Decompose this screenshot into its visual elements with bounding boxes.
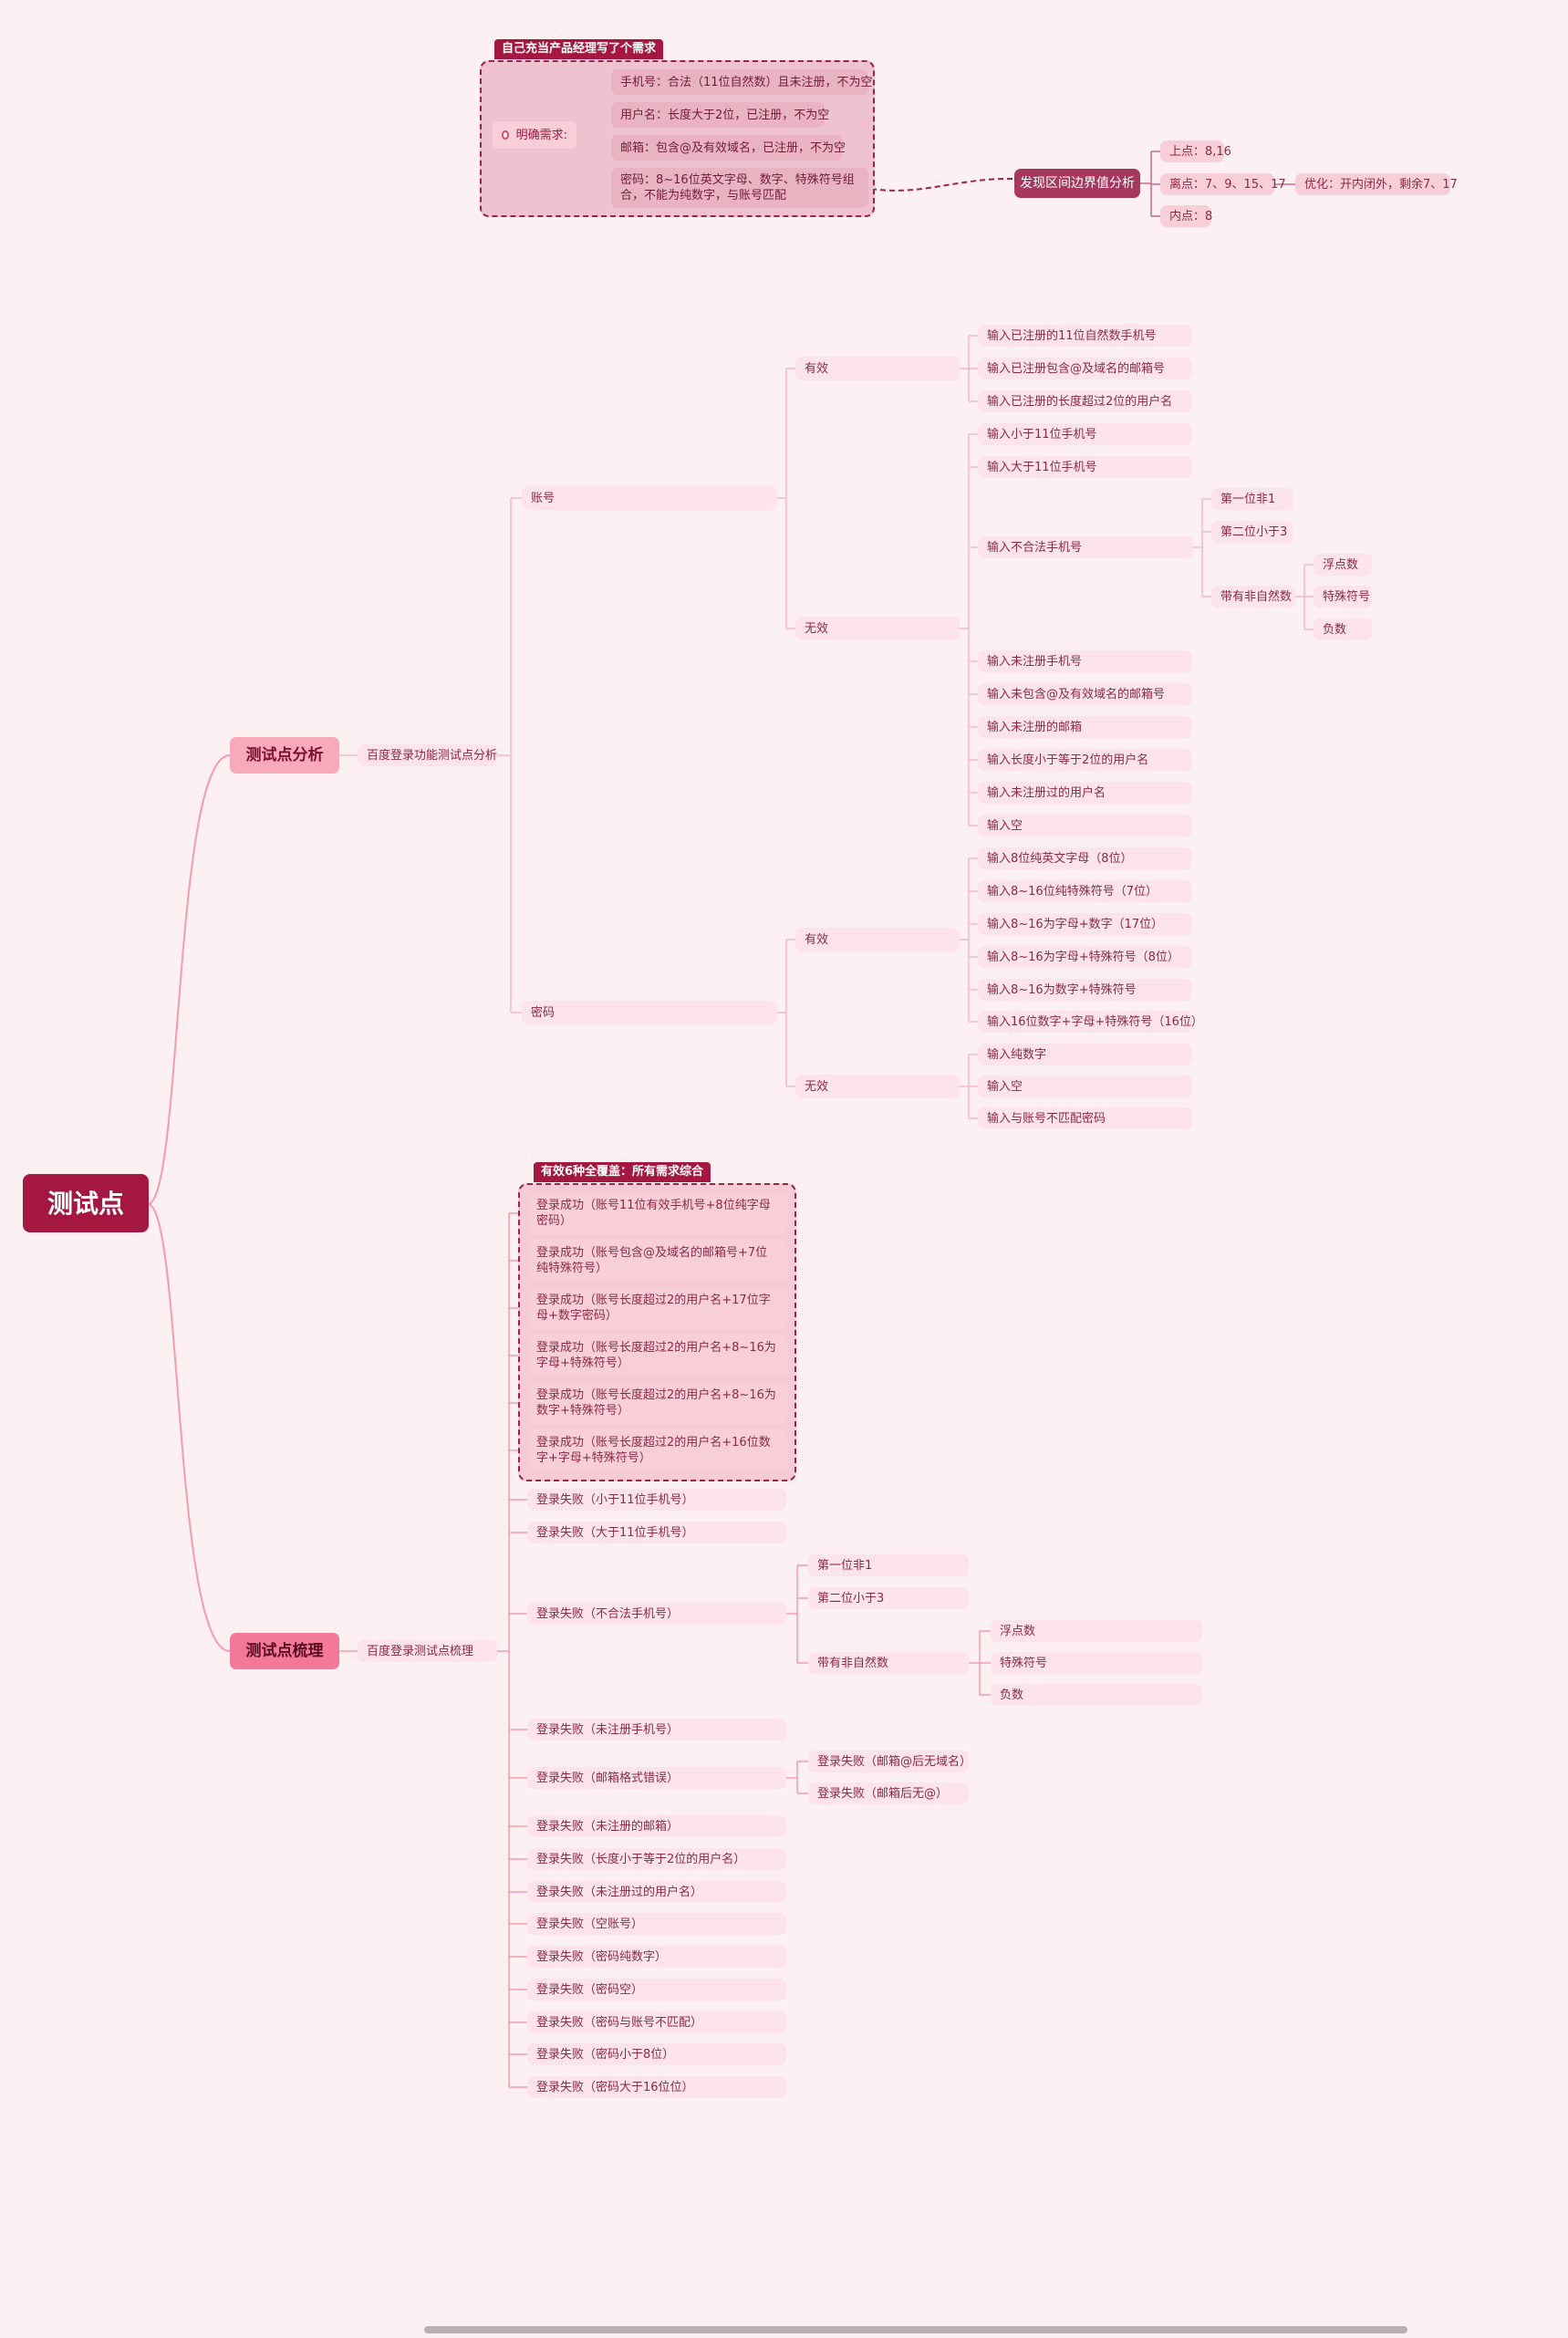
link-sort-non-natural <box>969 1630 991 1696</box>
fail-email-format[interactable]: 登录失败（邮箱格式错误） <box>527 1767 786 1789</box>
analysis-node[interactable]: 测试点分析 <box>230 737 339 774</box>
requirement-item[interactable]: 密码：8~16位英文字母、数字、特殊符号组合，不能为纯数字，与账号匹配 <box>611 168 868 208</box>
coverage-group-label: 有效6种全覆盖：所有需求综合 <box>534 1162 711 1182</box>
sort-illegal-child[interactable]: 带有非自然数 <box>808 1652 969 1674</box>
requirement-item[interactable]: 用户名：长度大于2位，已注册，不为空 <box>611 102 829 128</box>
password-node[interactable]: 密码 <box>522 1001 777 1024</box>
success-case[interactable]: 登录成功（账号包含@及域名的邮箱号+7位纯特殊符号） <box>527 1240 787 1282</box>
password-valid-item[interactable]: 输入16位数字+字母+特殊符号（16位） <box>978 1011 1203 1033</box>
account-illegal-phone[interactable]: 输入不合法手机号 <box>978 536 1193 558</box>
fail-case[interactable]: 登录失败（密码纯数字） <box>527 1946 786 1968</box>
account-invalid-item[interactable]: 输入空 <box>978 815 1192 836</box>
success-case[interactable]: 登录成功（账号长度超过2的用户名+8~16为字母+特殊符号） <box>527 1335 787 1377</box>
password-valid-item[interactable]: 输入8~16为字母+特殊符号（8位） <box>978 946 1192 968</box>
account-valid-item[interactable]: 输入已注册的11位自然数手机号 <box>978 325 1192 347</box>
password-valid-item[interactable]: 输入8~16为数字+特殊符号 <box>978 979 1192 1001</box>
account-valid[interactable]: 有效 <box>795 357 960 380</box>
requirement-group-label: 自己充当产品经理写了个需求 <box>494 39 664 59</box>
fail-case[interactable]: 登录失败（密码与账号不匹配） <box>527 2011 786 2033</box>
sort-illegal-child[interactable]: 第一位非1 <box>808 1554 969 1576</box>
fail-case[interactable]: 登录失败（密码大于16位位） <box>527 2076 786 2098</box>
boundary-upper[interactable]: 上点：8,16 <box>1160 140 1231 162</box>
account-valid-item[interactable]: 输入已注册包含@及域名的邮箱号 <box>978 358 1192 379</box>
boundary-inner[interactable]: 内点：8 <box>1160 205 1212 227</box>
account-invalid-item[interactable]: 输入小于11位手机号 <box>978 423 1192 445</box>
link-account <box>777 368 795 629</box>
boundary-analysis-node[interactable]: 发现区间边界值分析 <box>1014 169 1140 198</box>
email-format-child[interactable]: 登录失败（邮箱@后无域名） <box>808 1751 971 1772</box>
account-invalid-item[interactable]: 输入未注册过的用户名 <box>978 782 1192 804</box>
root-node[interactable]: 测试点 <box>23 1174 149 1232</box>
illegal-child[interactable]: 第一位非1 <box>1211 488 1293 510</box>
account-invalid-item[interactable]: 输入大于11位手机号 <box>978 456 1192 478</box>
requirement-tag-label: 明确需求: <box>515 128 567 142</box>
link-sort-email <box>786 1761 808 1794</box>
fail-case[interactable]: 登录失败（空账号） <box>527 1913 786 1935</box>
password-invalid-item[interactable]: 输入纯数字 <box>978 1044 1192 1065</box>
email-format-child[interactable]: 登录失败（邮箱后无@） <box>808 1782 969 1804</box>
fail-case[interactable]: 登录失败（密码空） <box>527 1979 786 2000</box>
fail-case[interactable]: 登录失败（未注册过的用户名） <box>527 1881 786 1903</box>
link-root-branches <box>147 754 231 1652</box>
link-acc-illegal <box>1193 498 1211 597</box>
account-invalid-item[interactable]: 输入长度小于等于2位的用户名 <box>978 749 1192 771</box>
link-req-boundary <box>870 177 1013 192</box>
fail-case[interactable]: 登录失败（密码小于8位） <box>527 2043 786 2065</box>
success-case[interactable]: 登录成功（账号长度超过2的用户名+8~16为数字+特殊符号） <box>527 1382 787 1424</box>
password-valid-item[interactable]: 输入8~16位纯特殊符号（7位） <box>978 880 1192 902</box>
boundary-optimize[interactable]: 优化：开内闭外，剩余7、17 <box>1295 173 1458 195</box>
sort-non-natural-item[interactable]: 浮点数 <box>991 1620 1202 1642</box>
requirement-tag[interactable]: 明确需求: <box>493 121 576 149</box>
success-case[interactable]: 登录成功（账号长度超过2的用户名+16位数字+字母+特殊符号） <box>527 1429 787 1471</box>
password-valid-item[interactable]: 输入8~16为字母+数字（17位） <box>978 913 1192 935</box>
fail-case[interactable]: 登录失败（小于11位手机号） <box>527 1489 786 1511</box>
link-pwd-valid <box>960 857 978 1023</box>
sorting-sub[interactable]: 百度登录测试点梳理 <box>358 1640 497 1662</box>
account-invalid-item[interactable]: 输入未注册手机号 <box>978 650 1192 672</box>
illegal-child[interactable]: 第二位小于3 <box>1211 521 1293 543</box>
password-valid[interactable]: 有效 <box>795 928 960 951</box>
illegal-child[interactable]: 带有非自然数 <box>1211 586 1295 608</box>
link-acc-valid <box>960 335 978 402</box>
link-sort-illegal <box>786 1564 808 1664</box>
link-password <box>777 939 795 1087</box>
sorting-node[interactable]: 测试点梳理 <box>230 1633 339 1669</box>
fail-case[interactable]: 登录失败（大于11位手机号） <box>527 1522 786 1543</box>
fail-case[interactable]: 登录失败（未注册手机号） <box>527 1719 786 1741</box>
account-node[interactable]: 账号 <box>522 486 777 510</box>
success-case[interactable]: 登录成功（账号11位有效手机号+8位纯字母密码） <box>527 1192 787 1234</box>
password-invalid-item[interactable]: 输入与账号不匹配密码 <box>978 1107 1192 1129</box>
requirement-item[interactable]: 手机号：合法（11位自然数）且未注册，不为空 <box>611 69 873 95</box>
horizontal-scrollbar[interactable] <box>424 2326 1407 2333</box>
record-icon <box>502 130 509 140</box>
password-invalid[interactable]: 无效 <box>795 1075 960 1098</box>
non-natural-item[interactable]: 负数 <box>1314 618 1372 640</box>
password-valid-item[interactable]: 输入8位纯英文字母（8位） <box>978 847 1192 869</box>
link-acc-non-natural <box>1295 564 1314 630</box>
non-natural-item[interactable]: 特殊符号 <box>1314 586 1372 608</box>
sort-non-natural-item[interactable]: 负数 <box>991 1684 1202 1706</box>
success-case[interactable]: 登录成功（账号长度超过2的用户名+17位字母+数字密码） <box>527 1287 787 1329</box>
account-valid-item[interactable]: 输入已注册的长度超过2位的用户名 <box>978 390 1192 412</box>
sort-illegal-child[interactable]: 第二位小于3 <box>808 1587 969 1609</box>
sort-non-natural-item[interactable]: 特殊符号 <box>991 1652 1202 1674</box>
fail-case[interactable]: 登录失败（未注册的邮箱） <box>527 1815 786 1837</box>
link-pwd-invalid <box>960 1054 978 1119</box>
non-natural-item[interactable]: 浮点数 <box>1314 554 1372 576</box>
account-invalid-item[interactable]: 输入未包含@及有效域名的邮箱号 <box>978 683 1192 705</box>
fail-illegal-phone[interactable]: 登录失败（不合法手机号） <box>527 1603 786 1625</box>
boundary-off[interactable]: 离点：7、9、15、17 <box>1160 173 1286 195</box>
account-invalid-item[interactable]: 输入未注册的邮箱 <box>978 716 1192 738</box>
fail-case[interactable]: 登录失败（长度小于等于2位的用户名） <box>527 1848 786 1870</box>
requirement-item[interactable]: 邮箱：包含@及有效域名，已注册，不为空 <box>611 135 846 161</box>
link-acc-invalid <box>960 433 978 826</box>
account-invalid[interactable]: 无效 <box>795 617 960 640</box>
analysis-sub[interactable]: 百度登录功能测试点分析 <box>358 744 497 766</box>
password-invalid-item[interactable]: 输入空 <box>978 1075 1192 1097</box>
